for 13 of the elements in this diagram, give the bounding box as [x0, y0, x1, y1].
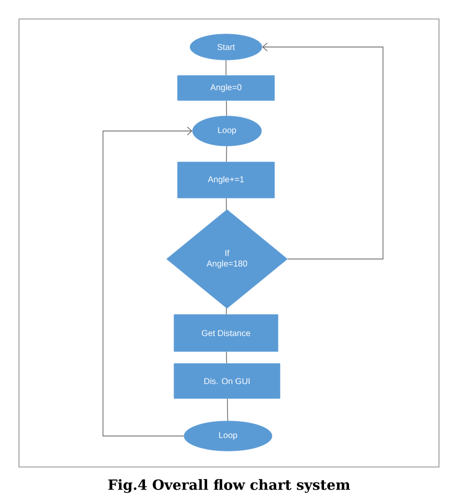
arrow [102, 126, 192, 436]
process-box: Dis. On GUI [174, 363, 280, 399]
process-box: Get Distance [174, 314, 278, 352]
connector-line [226, 308, 227, 315]
connector-line [226, 198, 227, 210]
arrow [262, 42, 384, 260]
process-box: Angle=0 [177, 75, 275, 101]
process-box: Angle+=1 [177, 162, 275, 198]
connector-line [226, 351, 227, 364]
caption: Fig.4 Overall flow chart system [108, 479, 350, 493]
connector-line [226, 100, 227, 116]
connector-line [226, 398, 228, 422]
connector-line [226, 146, 228, 162]
